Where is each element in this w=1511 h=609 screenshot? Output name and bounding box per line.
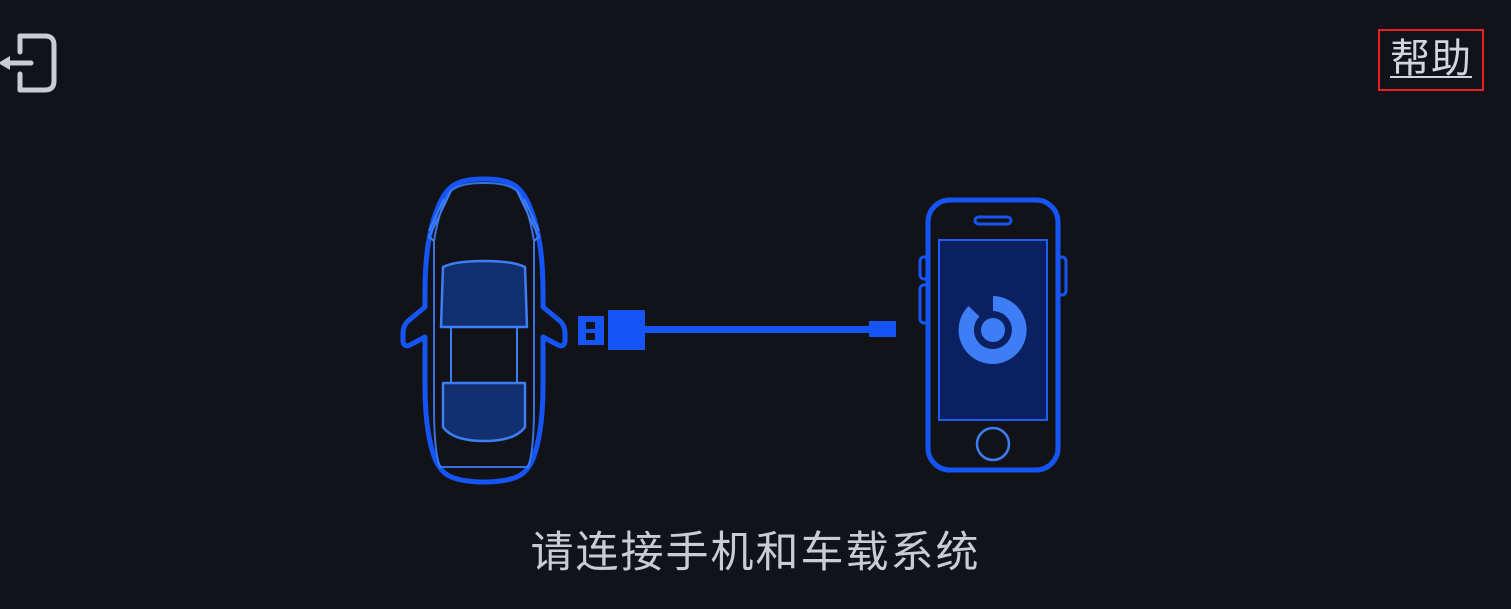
help-button-label: 帮助 <box>1390 36 1472 82</box>
exit-arrow-icon <box>0 33 57 93</box>
car-top-view-icon <box>396 175 572 490</box>
caption-text: 请连接手机和车载系统 <box>530 528 981 578</box>
exit-button[interactable] <box>0 30 60 96</box>
caption: 请连接手机和车载系统 <box>0 524 1511 582</box>
top-bar: 帮助 <box>0 0 1511 130</box>
carplay-c-logo-icon <box>958 296 1027 364</box>
connection-illustration <box>0 150 1511 500</box>
smartphone-icon <box>918 195 1068 480</box>
help-button[interactable]: 帮助 <box>1378 29 1484 91</box>
usb-cable-icon <box>574 305 904 360</box>
